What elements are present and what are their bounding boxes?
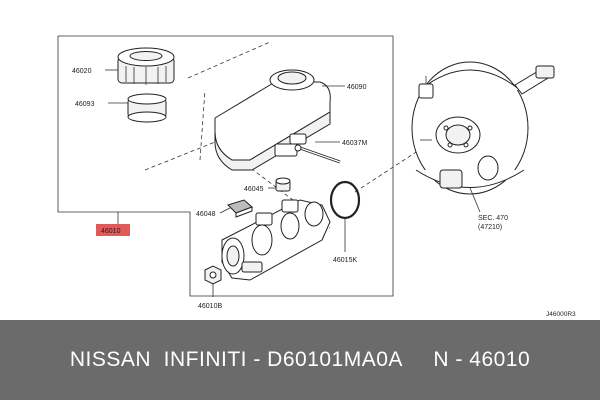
reference-code: J46000R3 <box>546 311 576 318</box>
reservoir-strainer <box>127 93 167 123</box>
master-cylinder-body <box>221 199 331 281</box>
label-46093: 46093 <box>75 101 95 108</box>
leader-line <box>469 187 481 213</box>
label-sec-ref: (47210) <box>478 224 502 231</box>
master-cylinder-nut <box>204 265 222 285</box>
label-sec: SEC. 470 <box>478 215 508 222</box>
label-46010b: 46010B <box>198 303 222 310</box>
retaining-pin <box>294 144 341 164</box>
label-46090: 46090 <box>347 84 367 91</box>
reservoir-cap <box>117 47 175 85</box>
reservoir-seal <box>227 199 253 218</box>
label-46048: 46048 <box>196 211 216 218</box>
label-46037m: 46037M <box>342 140 367 147</box>
reservoir-grommet <box>275 177 291 192</box>
parts-diagram: 46020 46093 46090 46037M <box>57 35 576 318</box>
projection-line <box>144 139 221 171</box>
label-46015k: 46015K <box>333 257 357 264</box>
projection-line <box>199 89 206 161</box>
label-46045: 46045 <box>244 186 264 193</box>
highlight-46010 <box>96 224 130 236</box>
group-bracket <box>57 35 394 297</box>
label-46020: 46020 <box>72 68 92 75</box>
leader-line <box>219 207 231 214</box>
part-number-caption: NISSAN INFINITI - D60101MA0A N - 46010 <box>69 348 531 371</box>
reservoir-tank <box>214 69 331 171</box>
footer-bar: NISSAN INFINITI - D60101MA0A N - 46010 <box>0 320 600 400</box>
projection-line <box>354 142 431 193</box>
o-ring <box>329 180 361 220</box>
projection-line <box>187 41 271 79</box>
label-46010: 46010 <box>101 228 121 235</box>
brake-booster <box>411 61 555 195</box>
